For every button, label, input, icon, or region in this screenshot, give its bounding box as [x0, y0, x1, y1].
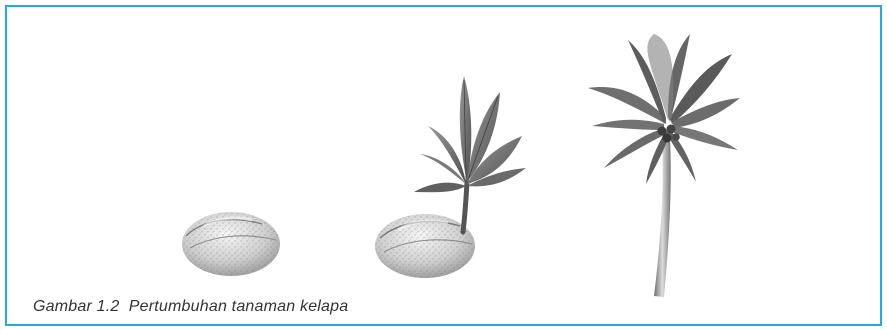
figure-caption: Gambar 1.2 Pertumbuhan tanaman kelapa — [33, 298, 348, 316]
coconut-palm-tree-image — [588, 34, 740, 297]
coconut-seed-image — [182, 212, 280, 276]
coconut-sprout-image — [375, 76, 526, 278]
